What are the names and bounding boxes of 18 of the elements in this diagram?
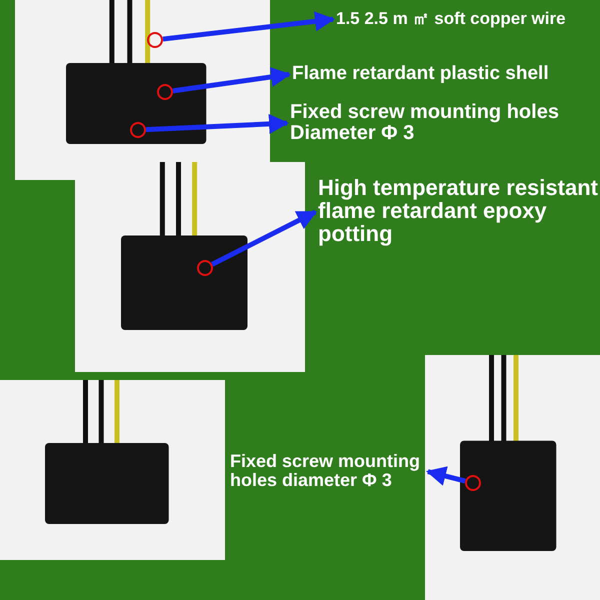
arrow [146,114,289,134]
marker-circle [147,32,163,48]
product-photo [75,162,305,372]
product-photo [425,355,600,600]
arrow [211,210,318,267]
callout-text: Fixed screw mounting holes diameter Φ 3 [230,452,425,490]
callout-text: Fixed screw mounting holes Diameter Φ 3 [290,102,570,144]
callout-text: 1.5 2.5 m ㎡ soft copper wire [336,10,600,28]
marker-circle [130,122,146,138]
product-photo [0,380,225,560]
arrow [426,466,466,486]
callout-text: Flame retardant plastic shell [292,64,592,84]
marker-circle [465,475,481,491]
arrow [162,11,335,42]
marker-circle [157,84,173,100]
marker-circle [197,260,213,276]
callout-text: High temperature resistant flame retardant epoxy potting [318,176,598,246]
arrow [172,67,291,94]
